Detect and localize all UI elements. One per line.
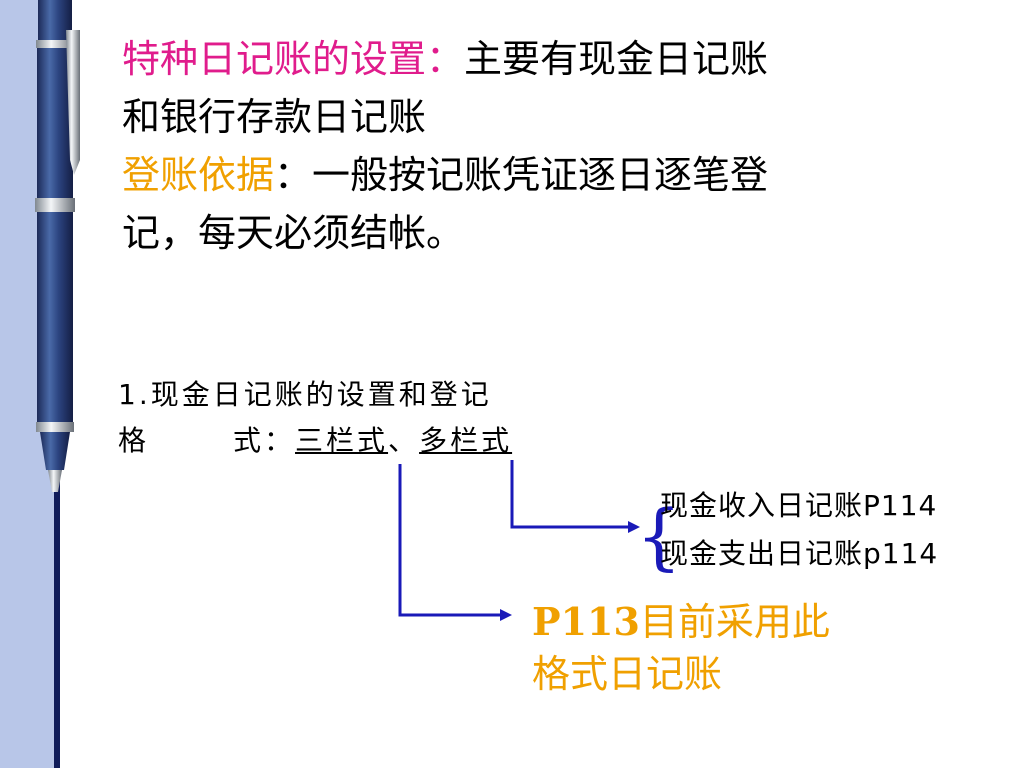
- intro-line-3: 登账依据：一般按记账凭证逐日逐笔登: [122, 146, 1002, 204]
- cash-receipts-journal: 现金收入日记账P114: [660, 489, 938, 522]
- pen-image: [35, 0, 80, 492]
- format-prefix-2: 式：: [233, 424, 296, 457]
- section-title: 1.现金日记账的设置和登记: [118, 378, 492, 411]
- note-text-1: 目前采用此: [639, 600, 830, 644]
- arrow-to-multi: [510, 460, 628, 529]
- note-page-ref: P113: [532, 599, 640, 644]
- intro-text-1a: 主要有现金日记账: [464, 37, 769, 81]
- multi-column-format: 多栏式: [419, 424, 513, 457]
- arrow-to-note-head: [500, 609, 512, 621]
- intro-text-1b: 和银行存款日记账: [122, 95, 427, 139]
- format-separator: 、: [388, 424, 420, 457]
- arrow-to-note: [398, 464, 500, 617]
- arrow-to-multi-head: [628, 521, 640, 533]
- posting-basis-label: 登账依据: [122, 153, 275, 197]
- cash-payments-journal: 现金支出日记账p114: [660, 537, 939, 570]
- three-column-format: 三栏式: [295, 424, 389, 457]
- intro-text-2b: 记，每天必须结帐。: [122, 211, 465, 255]
- note-text-2: 格式日记账: [532, 652, 723, 696]
- format-prefix-1: 格: [118, 424, 150, 457]
- intro-line-1: 特种日记账的设置：主要有现金日记账: [122, 30, 1002, 88]
- intro-text-2a: ：一般按记账凭证逐日逐笔登: [274, 153, 769, 197]
- curly-brace: {: [636, 494, 682, 578]
- current-format-note: P113目前采用此 格式日记账: [532, 596, 830, 700]
- special-journal-label: 特种日记账的设置：: [122, 37, 465, 81]
- intro-text-block: 特种日记账的设置：主要有现金日记账 和银行存款日记账 登账依据：一般按记账凭证逐…: [122, 30, 1002, 262]
- format-line: 格 式：三栏式、多栏式: [118, 418, 512, 464]
- left-vertical-rule: [54, 470, 60, 768]
